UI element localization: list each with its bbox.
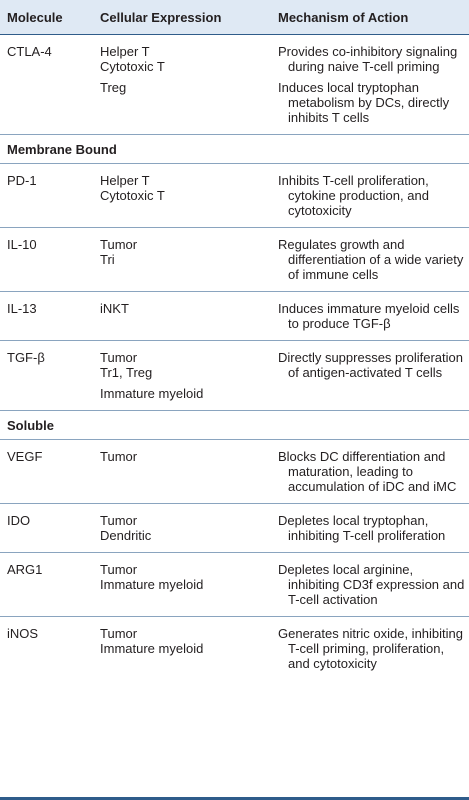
mechanism-cell: Directly suppresses proliferation of ant…	[270, 341, 469, 383]
mechanism-text: Provides co-inhibitory signaling during …	[278, 44, 458, 74]
mechanism-text: Directly suppresses proliferation of ant…	[278, 350, 463, 380]
mechanism-cell: Provides co-inhibitory signaling during …	[270, 35, 469, 77]
table-row: ARG1 Tumor Immature myeloid Depletes loc…	[0, 552, 469, 617]
mechanism-text: Induces local tryptophan metabolism by D…	[278, 80, 450, 125]
expression-line: Cytotoxic T	[100, 59, 165, 74]
molecule-cell: IDO	[0, 503, 92, 553]
header-expression: Cellular Expression	[92, 0, 270, 35]
expression-line: Cytotoxic T	[100, 188, 165, 203]
mechanism-cell: Depletes local tryptophan, inhibiting T-…	[270, 503, 469, 553]
table-bottom-rule	[0, 797, 469, 800]
expression-line: Immature myeloid	[100, 641, 204, 656]
section-title: Membrane Bound	[0, 134, 469, 164]
table-row: IL-10 Tumor Tri Regulates growth and dif…	[0, 227, 469, 292]
expression-cell: Tumor Dendritic	[92, 503, 270, 553]
molecule-cell: VEGF	[0, 439, 92, 504]
mechanism-text: Inhibits T-cell proliferation, cytokine …	[278, 173, 429, 218]
mechanism-cell: Induces immature myeloid cells to produc…	[270, 291, 469, 341]
section-row-membrane: Membrane Bound	[0, 134, 469, 164]
mechanism-text: Depletes local tryptophan, inhibiting T-…	[278, 513, 446, 543]
mechanism-cell: Induces local tryptophan metabolism by D…	[270, 76, 469, 135]
molecule-cell: IL-10	[0, 227, 92, 292]
header-molecule: Molecule	[0, 0, 92, 35]
expression-line: Immature myeloid	[100, 386, 204, 401]
mechanism-cell: Regulates growth and differentiation of …	[270, 227, 469, 292]
mechanism-cell: Depletes local arginine, inhibiting CD3f…	[270, 552, 469, 617]
expression-cell: Tumor Immature myeloid	[92, 617, 270, 681]
expression-cell: Helper T Cytotoxic T	[92, 163, 270, 228]
expression-cell: Immature myeloid	[92, 382, 270, 411]
expression-cell: Tumor	[92, 439, 270, 504]
molecule-cell: IL-13	[0, 291, 92, 341]
table-row: Immature myeloid	[0, 382, 469, 411]
expression-line: Tumor	[100, 350, 138, 365]
table-row: PD-1 Helper T Cytotoxic T Inhibits T-cel…	[0, 163, 469, 228]
mechanism-cell	[270, 382, 469, 411]
mechanism-text: Depletes local arginine, inhibiting CD3f…	[278, 562, 465, 607]
expression-line: iNKT	[100, 301, 129, 316]
molecule-cell	[0, 76, 92, 135]
table-row: TGF-β Tumor Tr1, Treg Directly suppresse…	[0, 341, 469, 383]
molecule-cell: iNOS	[7, 626, 39, 641]
table-row: CTLA-4 Helper T Cytotoxic T Provides co-…	[0, 35, 469, 77]
mechanism-text: Generates nitric oxide, inhibiting T-cel…	[278, 626, 463, 671]
expression-cell: Helper T Cytotoxic T	[92, 35, 270, 77]
table-row: IDO Tumor Dendritic Depletes local trypt…	[0, 503, 469, 553]
molecule-cell: PD-1	[0, 163, 92, 228]
expression-line: Helper T	[100, 173, 150, 188]
table-row: IL-13 iNKT Induces immature myeloid cell…	[0, 291, 469, 341]
expression-cell: Tumor Tri	[92, 227, 270, 292]
molecule-cell: ARG1	[0, 552, 92, 617]
table-row: VEGF Tumor Blocks DC differentiation and…	[0, 439, 469, 504]
header-row: Molecule Cellular Expression Mechanism o…	[0, 0, 469, 35]
expression-line: Treg	[100, 80, 127, 95]
expression-line: Helper T	[100, 44, 150, 59]
expression-cell: Treg	[92, 76, 270, 135]
molecule-cell: TGF-β	[7, 350, 45, 365]
section-title: Soluble	[0, 410, 469, 440]
expression-line: Tumor	[100, 562, 138, 577]
expression-cell: Tumor Immature myeloid	[92, 552, 270, 617]
expression-cell: Tumor Tr1, Treg	[92, 341, 270, 383]
expression-line: Tumor	[100, 626, 138, 641]
expression-line: Tr1, Treg	[100, 365, 153, 380]
expression-line: Tumor	[100, 237, 138, 252]
section-row-soluble: Soluble	[0, 410, 469, 440]
table-row: iNOS Tumor Immature myeloid Generates ni…	[0, 617, 469, 681]
mechanism-text: Induces immature myeloid cells to produc…	[278, 301, 460, 331]
mechanism-cell: Inhibits T-cell proliferation, cytokine …	[270, 163, 469, 228]
expression-line: Dendritic	[100, 528, 152, 543]
expression-line: Tri	[100, 252, 115, 267]
expression-line: Tumor	[100, 449, 138, 464]
mechanism-cell: Generates nitric oxide, inhibiting T-cel…	[270, 617, 469, 681]
mechanism-text: Blocks DC differentiation and maturation…	[278, 449, 457, 494]
immune-suppression-table: Molecule Cellular Expression Mechanism o…	[0, 0, 469, 681]
mechanism-text: Regulates growth and differentiation of …	[278, 237, 464, 282]
header-mechanism: Mechanism of Action	[270, 0, 469, 35]
expression-cell: iNKT	[92, 291, 270, 341]
mechanism-cell: Blocks DC differentiation and maturation…	[270, 439, 469, 504]
molecule-cell: CTLA-4	[7, 44, 52, 59]
molecule-cell	[0, 382, 92, 411]
expression-line: Tumor	[100, 513, 138, 528]
table-row: Treg Induces local tryptophan metabolism…	[0, 76, 469, 135]
expression-line: Immature myeloid	[100, 577, 204, 592]
